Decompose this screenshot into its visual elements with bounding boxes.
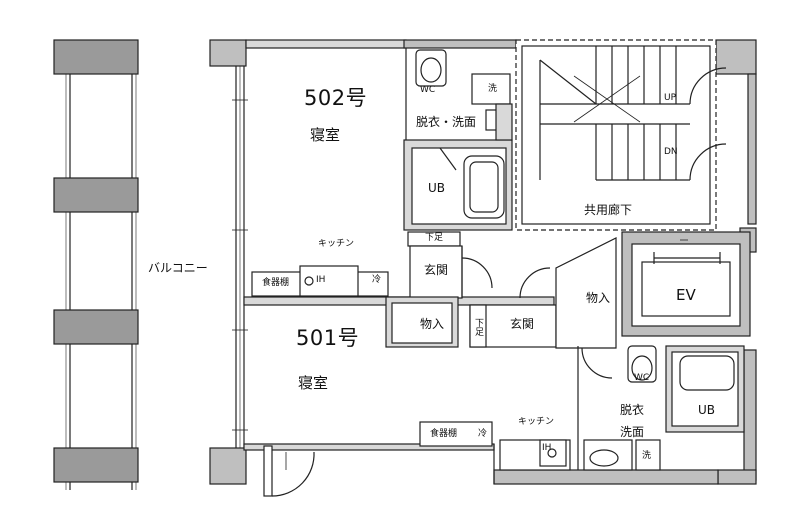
elevator-shaft [621,231,751,337]
unit-501-shoe-box-label: 下足 [473,318,483,336]
unit-502-bedroom-label: 寝室 [310,126,341,144]
unit-501-washroom-label: 洗面 [620,425,645,439]
unit-502-bath-label: UB [428,181,446,195]
unit-501-toilet-label: WC [634,373,650,383]
unit-501-wet-area [419,345,745,471]
balcony-railing [53,39,139,490]
unit-501-label: 501号 [296,326,360,350]
unit-501-entrance [469,237,617,470]
unit-501-bedroom-label: 寝室 [298,374,329,392]
elevator-label: EV [676,286,696,304]
unit-501-entrance-label: 玄関 [510,317,535,331]
unit-502-label: 502号 [304,86,368,110]
unit-501-bath-label: UB [698,403,716,417]
unit-502-entrance-label: 玄関 [424,263,449,277]
unit-502-laundry-label: 洗 [488,84,498,94]
unit-502-fridge-label: 冷 [372,275,382,285]
unit-502-dressing-wash-label: 脱衣・洗面 [416,115,477,129]
stair-up-label: UP [664,93,677,103]
unit-501-dressing-label: 脱衣 [620,403,645,417]
unit-501-cupboard-label: 食器棚 [430,429,458,439]
window-marks [232,99,688,470]
balcony-label: バルコニー [148,261,208,275]
unit-502-kitchen-label: キッチン [318,239,355,249]
unit-502-shoe-box-label: 下足 [425,233,444,243]
unit-502-cupboard-label: 食器棚 [262,278,290,288]
unit-501-kitchen-label: キッチン [518,417,555,427]
stair-down-label: DN [664,147,678,157]
unit-502-wet-area [403,48,513,231]
unit-502-entrance [251,231,493,348]
unit-501-cooktop-label: IH [542,443,552,453]
exterior-wall-left [209,39,247,485]
corridor-label: 共用廊下 [584,203,633,217]
unit-501-laundry-label: 洗 [642,451,652,461]
unit-502-toilet-label: WC [420,85,436,95]
stairwell [515,39,727,231]
unit-502-cooktop-label: IH [316,275,326,285]
unit-501-closet-label: 物入 [586,291,611,305]
unit-502-closet-label: 物入 [420,317,445,331]
front-door-501 [263,445,315,497]
unit-501-fridge-label: 冷 [478,429,488,439]
